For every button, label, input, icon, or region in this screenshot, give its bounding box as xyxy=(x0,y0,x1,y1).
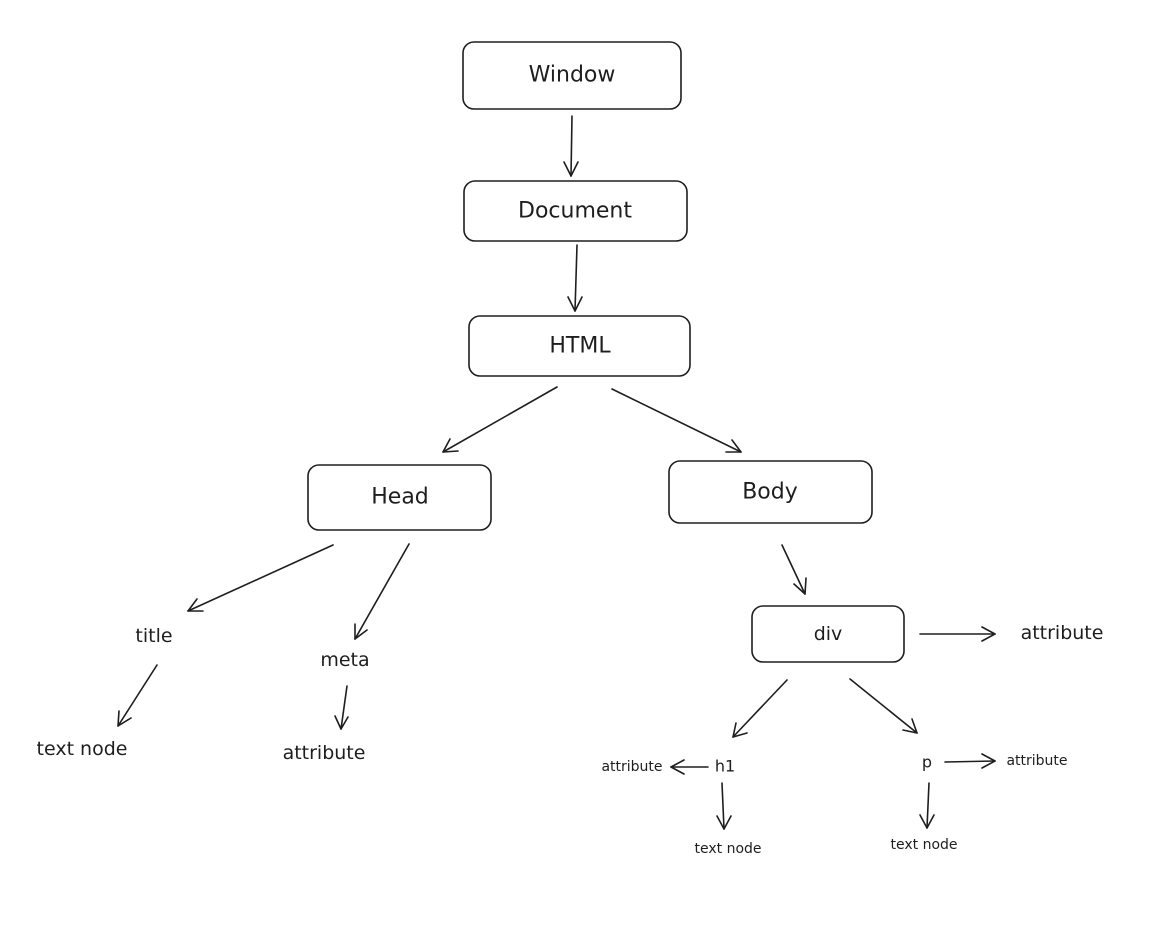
node-window-label: Window xyxy=(529,63,616,88)
arrow-head-title xyxy=(187,544,334,612)
arrow-div-attribute xyxy=(919,626,996,642)
arrow-p-textnode xyxy=(919,782,935,829)
arrow-window-document xyxy=(563,115,579,177)
arrow-body-div xyxy=(781,544,807,595)
node-document-label: Document xyxy=(518,199,632,224)
node-h1-label: h1 xyxy=(715,757,735,776)
node-div-label: div xyxy=(814,623,843,645)
div-attribute-label: attribute xyxy=(1021,622,1104,644)
title-text-node-label: text node xyxy=(37,738,128,760)
node-document: Document xyxy=(463,180,688,242)
arrow-p-attribute xyxy=(944,753,996,769)
node-meta-label: meta xyxy=(320,649,369,671)
node-body-label: Body xyxy=(742,480,798,505)
arrow-meta-attribute xyxy=(334,685,349,730)
h1-attribute-label: attribute xyxy=(601,759,662,775)
arrow-h1-textnode xyxy=(716,782,732,830)
node-div: div xyxy=(751,605,905,663)
node-title-label: title xyxy=(135,625,172,647)
node-html: HTML xyxy=(468,315,691,377)
arrow-head-meta xyxy=(354,543,410,640)
p-text-node-label: text node xyxy=(890,837,957,853)
arrow-h1-attribute xyxy=(670,759,709,775)
arrow-div-h1 xyxy=(732,679,788,738)
p-attribute-label: attribute xyxy=(1006,753,1067,769)
node-head: Head xyxy=(307,464,492,531)
h1-text-node-label: text node xyxy=(694,841,761,857)
arrow-document-html xyxy=(567,244,583,312)
arrow-div-p xyxy=(849,678,918,734)
node-window: Window xyxy=(462,41,682,110)
node-head-label: Head xyxy=(371,485,429,510)
node-p-label: p xyxy=(922,753,932,772)
node-body: Body xyxy=(668,460,873,524)
arrow-html-head xyxy=(442,386,558,453)
edges xyxy=(117,115,996,830)
meta-attribute-label: attribute xyxy=(283,742,366,764)
arrow-title-textnode xyxy=(117,664,158,727)
node-html-label: HTML xyxy=(549,334,611,359)
arrow-html-body xyxy=(611,388,742,453)
